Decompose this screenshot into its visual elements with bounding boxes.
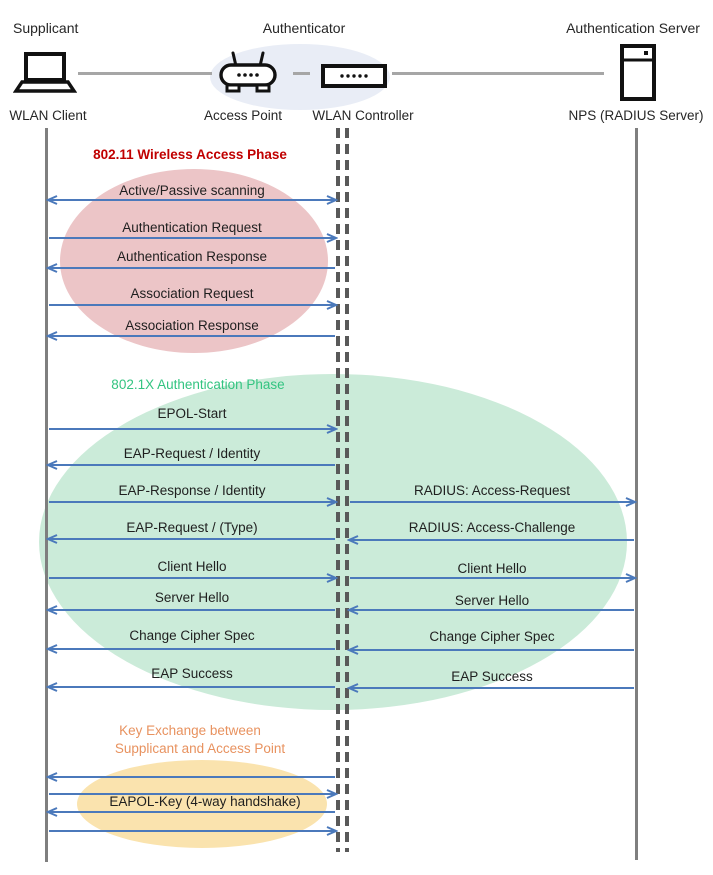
- access-point-icon: [219, 51, 277, 93]
- message-label-radius-access-request: RADIUS: Access-Request: [413, 483, 571, 498]
- message-label-client-hello-left: Client Hello: [157, 559, 227, 574]
- message-label-authentication-response: Authentication Response: [116, 249, 268, 264]
- role-authentication-server: Authentication Server: [566, 20, 700, 36]
- message-label-eap-success-right: EAP Success: [451, 669, 533, 684]
- phase-8021x-ellipse: [39, 374, 627, 710]
- node-label-wlan-controller: WLAN Controller: [312, 108, 414, 123]
- connector-line: [392, 72, 604, 75]
- lifeline-radius-server: [635, 128, 638, 860]
- message-label-eap-response-identity: EAP-Response / Identity: [118, 483, 266, 498]
- message-label-eap-request-type: EAP-Request / (Type): [126, 520, 258, 535]
- message-label-change-cipher-spec-right: Change Cipher Spec: [429, 629, 555, 644]
- message-label-active-passive-scanning: Active/Passive scanning: [119, 183, 265, 198]
- node-label-wlan-client: WLAN Client: [9, 108, 87, 123]
- connector-line: [78, 72, 212, 75]
- message-label-server-hello-right: Server Hello: [454, 593, 530, 608]
- phase-title-keyexchange-line1: Key Exchange between: [119, 723, 261, 738]
- message-label-eap-success-left: EAP Success: [151, 666, 233, 681]
- message-label-radius-access-challenge: RADIUS: Access-Challenge: [408, 520, 576, 535]
- connector-line: [293, 72, 310, 75]
- message-label-change-cipher-spec-left: Change Cipher Spec: [129, 628, 255, 643]
- message-label-epol-start: EPOL-Start: [157, 406, 227, 421]
- node-label-nps-radius-server: NPS (RADIUS Server): [568, 108, 704, 123]
- role-authenticator: Authenticator: [262, 20, 346, 36]
- message-label-association-request: Association Request: [130, 286, 254, 301]
- phase-title-8021x: 802.1X Authentication Phase: [111, 377, 285, 392]
- lifeline-controller-dashed-1: [336, 128, 340, 852]
- role-supplicant: Supplicant: [13, 20, 79, 36]
- phase-title-keyexchange-line2: Supplicant and Access Point: [114, 741, 286, 756]
- message-label-server-hello-left: Server Hello: [154, 590, 230, 605]
- node-label-access-point: Access Point: [203, 108, 283, 123]
- phase-keyexchange-ellipse: [77, 760, 327, 848]
- phase-title-80211: 802.11 Wireless Access Phase: [93, 147, 287, 162]
- message-label-client-hello-right: Client Hello: [457, 561, 527, 576]
- lifeline-wlan-client: [45, 128, 48, 862]
- message-label-association-response: Association Response: [125, 318, 259, 333]
- message-label-authentication-request: Authentication Request: [122, 220, 262, 235]
- message-label-eapol-key-handshake: EAPOL-Key (4-way handshake): [109, 794, 301, 809]
- laptop-icon: [13, 52, 77, 93]
- wlan-controller-icon: [321, 64, 387, 88]
- message-label-eap-request-identity: EAP-Request / Identity: [123, 446, 261, 461]
- server-icon: [620, 44, 656, 101]
- lifeline-controller-dashed-2: [345, 128, 349, 852]
